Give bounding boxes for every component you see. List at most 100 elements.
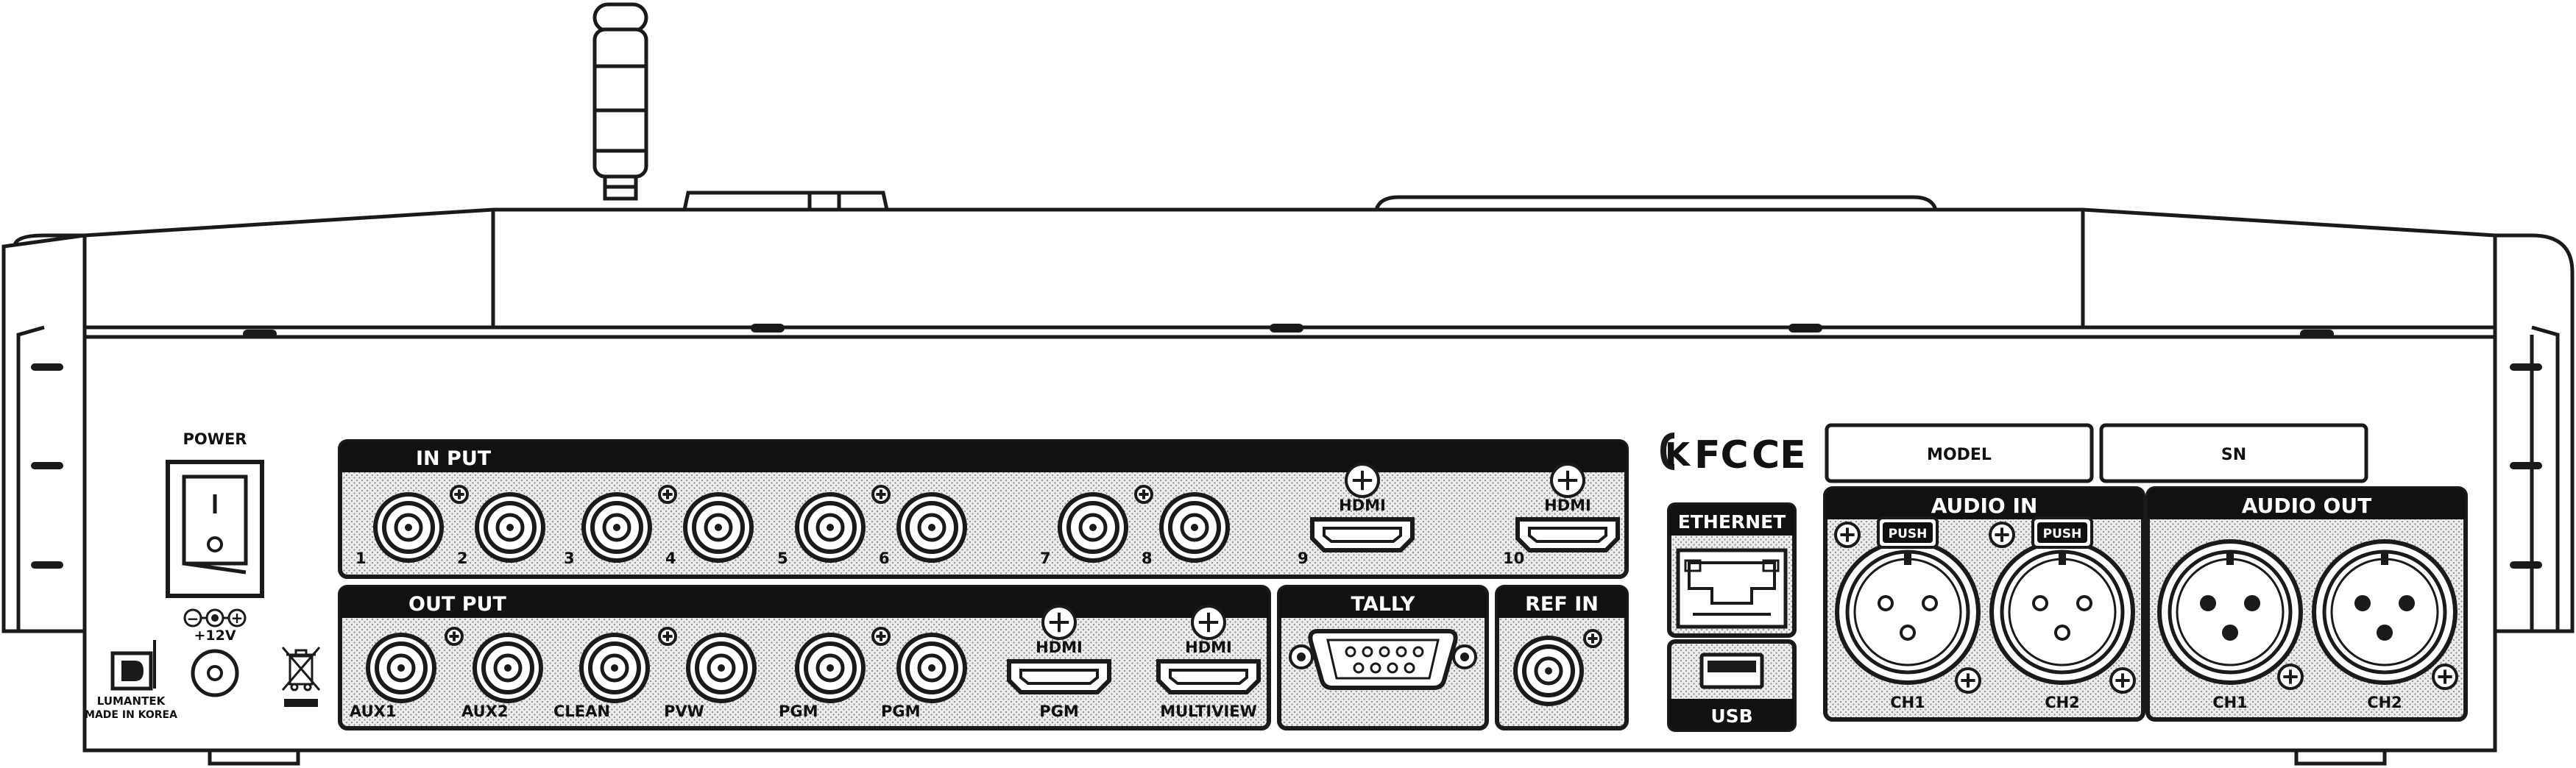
- output-label-clean: CLEAN: [553, 703, 610, 720]
- audio-in-xlr-ch2[interactable]: [1989, 539, 2135, 685]
- output-bnc-pgm-4[interactable]: [795, 633, 866, 703]
- output-bnc-pgm-5[interactable]: [896, 633, 967, 703]
- power-voltage: +12V: [194, 627, 236, 644]
- audio-in-label-ch1: CH1: [1890, 694, 1925, 711]
- input-label-1: 1: [355, 550, 367, 567]
- output-label-aux2: AUX2: [461, 703, 508, 720]
- audio-out-panel: AUDIO OUT CH1 CH2: [2145, 486, 2468, 722]
- output-hdmi-label-pgm: PGM: [1039, 703, 1079, 720]
- xlr-screw-icon: [2109, 667, 2136, 694]
- output-hdmi-pgm[interactable]: HDMI: [1007, 605, 1111, 694]
- audio-in-label-ch2: CH2: [2045, 694, 2080, 711]
- output-bnc-clean-2[interactable]: [579, 633, 650, 703]
- tally-db9-port[interactable]: [1289, 629, 1477, 690]
- svg-text:+: +: [231, 609, 244, 627]
- ethernet-panel: ETHERNET: [1667, 502, 1797, 638]
- output-bnc-aux2-1[interactable]: [473, 633, 543, 703]
- power-title: POWER: [183, 430, 247, 448]
- audio-out-xlr-ch2[interactable]: [2312, 539, 2458, 685]
- power-switch[interactable]: [166, 460, 264, 598]
- brand-name: LUMANTEK: [97, 694, 166, 708]
- output-label-aux1: AUX1: [350, 703, 396, 720]
- xlr-screw-icon: [1989, 522, 2015, 548]
- hdmi-tag: HDMI: [1185, 639, 1232, 656]
- weee-bin-icon: [281, 647, 321, 707]
- hdmi-screw-icon: [1191, 605, 1226, 640]
- input-hdmi-10[interactable]: HDMI: [1515, 463, 1620, 552]
- joystick: [592, 2, 648, 201]
- kc-mark-icon: K: [1660, 433, 1691, 474]
- push-label: PUSH: [1889, 527, 1928, 541]
- bnc-screw-icon: [1583, 629, 1602, 648]
- push-release-button[interactable]: [1883, 522, 1933, 543]
- hdmi-screw-icon: [1041, 605, 1077, 640]
- xlr-screw-icon: [2277, 664, 2304, 690]
- output-bnc-pvw-3[interactable]: [686, 633, 757, 703]
- polarity-icon: − +: [183, 608, 247, 627]
- hdmi-tag: HDMI: [1544, 497, 1591, 514]
- bnc-screw-icon: [445, 627, 464, 646]
- serial-label: SN: [2221, 446, 2246, 464]
- output-hdmi-multiview[interactable]: HDMI: [1156, 605, 1261, 694]
- input-bnc-4[interactable]: [683, 492, 754, 563]
- xlr-screw-icon: [1834, 522, 1861, 548]
- input-bnc-2[interactable]: [475, 492, 545, 563]
- input-bnc-6[interactable]: [896, 492, 967, 563]
- bnc-screw-icon: [1134, 485, 1153, 504]
- input-bnc-1[interactable]: [373, 492, 444, 563]
- input-bnc-3[interactable]: [581, 492, 652, 563]
- input-label-7: 7: [1040, 550, 1051, 567]
- ethernet-rj45-port[interactable]: [1676, 548, 1788, 629]
- bnc-screw-icon: [450, 485, 469, 504]
- fc-mark-icon: FC: [1694, 433, 1749, 477]
- input-title: IN PUT: [416, 447, 492, 470]
- usb-title: USB: [1710, 705, 1752, 727]
- audio-out-title: AUDIO OUT: [2242, 494, 2371, 518]
- ref-in-panel: REF IN: [1495, 585, 1629, 730]
- input-bnc-5[interactable]: [795, 492, 866, 563]
- chassis-screws: [31, 324, 2542, 569]
- dc-jack[interactable]: [191, 649, 239, 697]
- input-label-3: 3: [564, 550, 575, 567]
- hdmi-screw-icon: [1550, 463, 1585, 498]
- input-hdmi-9[interactable]: HDMI: [1310, 463, 1415, 552]
- audio-in-xlr-ch1[interactable]: [1835, 539, 1981, 685]
- input-bnc-7[interactable]: [1058, 492, 1128, 563]
- ce-mark-icon: CE: [1752, 433, 1806, 477]
- xlr-screw-icon: [1955, 667, 1981, 694]
- svg-text:K: K: [1665, 436, 1691, 474]
- model-label-box: MODEL: [1825, 423, 2094, 483]
- input-bnc-8[interactable]: [1159, 492, 1230, 563]
- brand-origin: MADE IN KOREA: [85, 709, 177, 721]
- bnc-screw-icon: [658, 627, 677, 646]
- power-section: POWER − + +12V: [166, 430, 264, 697]
- audio-out-xlr-ch1[interactable]: [2157, 539, 2303, 685]
- output-title: OUT PUT: [408, 593, 506, 616]
- push-release-button[interactable]: [2037, 522, 2087, 543]
- tally-panel: TALLY: [1277, 585, 1489, 730]
- model-label: MODEL: [1927, 446, 1992, 464]
- usb-port[interactable]: [1699, 653, 1764, 689]
- brand-logo: LUMANTEK MADE IN KOREA: [85, 640, 177, 721]
- push-label: PUSH: [2043, 527, 2082, 541]
- bnc-screw-icon: [658, 485, 677, 504]
- svg-text:−: −: [187, 610, 199, 627]
- output-label-pgm: PGM: [881, 703, 921, 720]
- ethernet-title: ETHERNET: [1678, 511, 1786, 533]
- hdmi-tag: HDMI: [1339, 497, 1386, 514]
- output-bnc-aux1-0[interactable]: [366, 633, 436, 703]
- audio-out-label-ch2: CH2: [2367, 694, 2402, 711]
- output-hdmi-label-multiview: MULTIVIEW: [1160, 703, 1257, 720]
- bnc-screw-icon: [871, 627, 891, 646]
- serial-label-box: SN: [2099, 423, 2368, 483]
- output-label-pgm: PGM: [779, 703, 818, 720]
- audio-out-label-ch1: CH1: [2212, 694, 2248, 711]
- ref-in-title: REF IN: [1525, 593, 1599, 616]
- output-hdmi-group: HDMI PGM HDMI MULTIVIEW: [1007, 605, 1261, 720]
- ref-in-bnc[interactable]: [1513, 636, 1584, 706]
